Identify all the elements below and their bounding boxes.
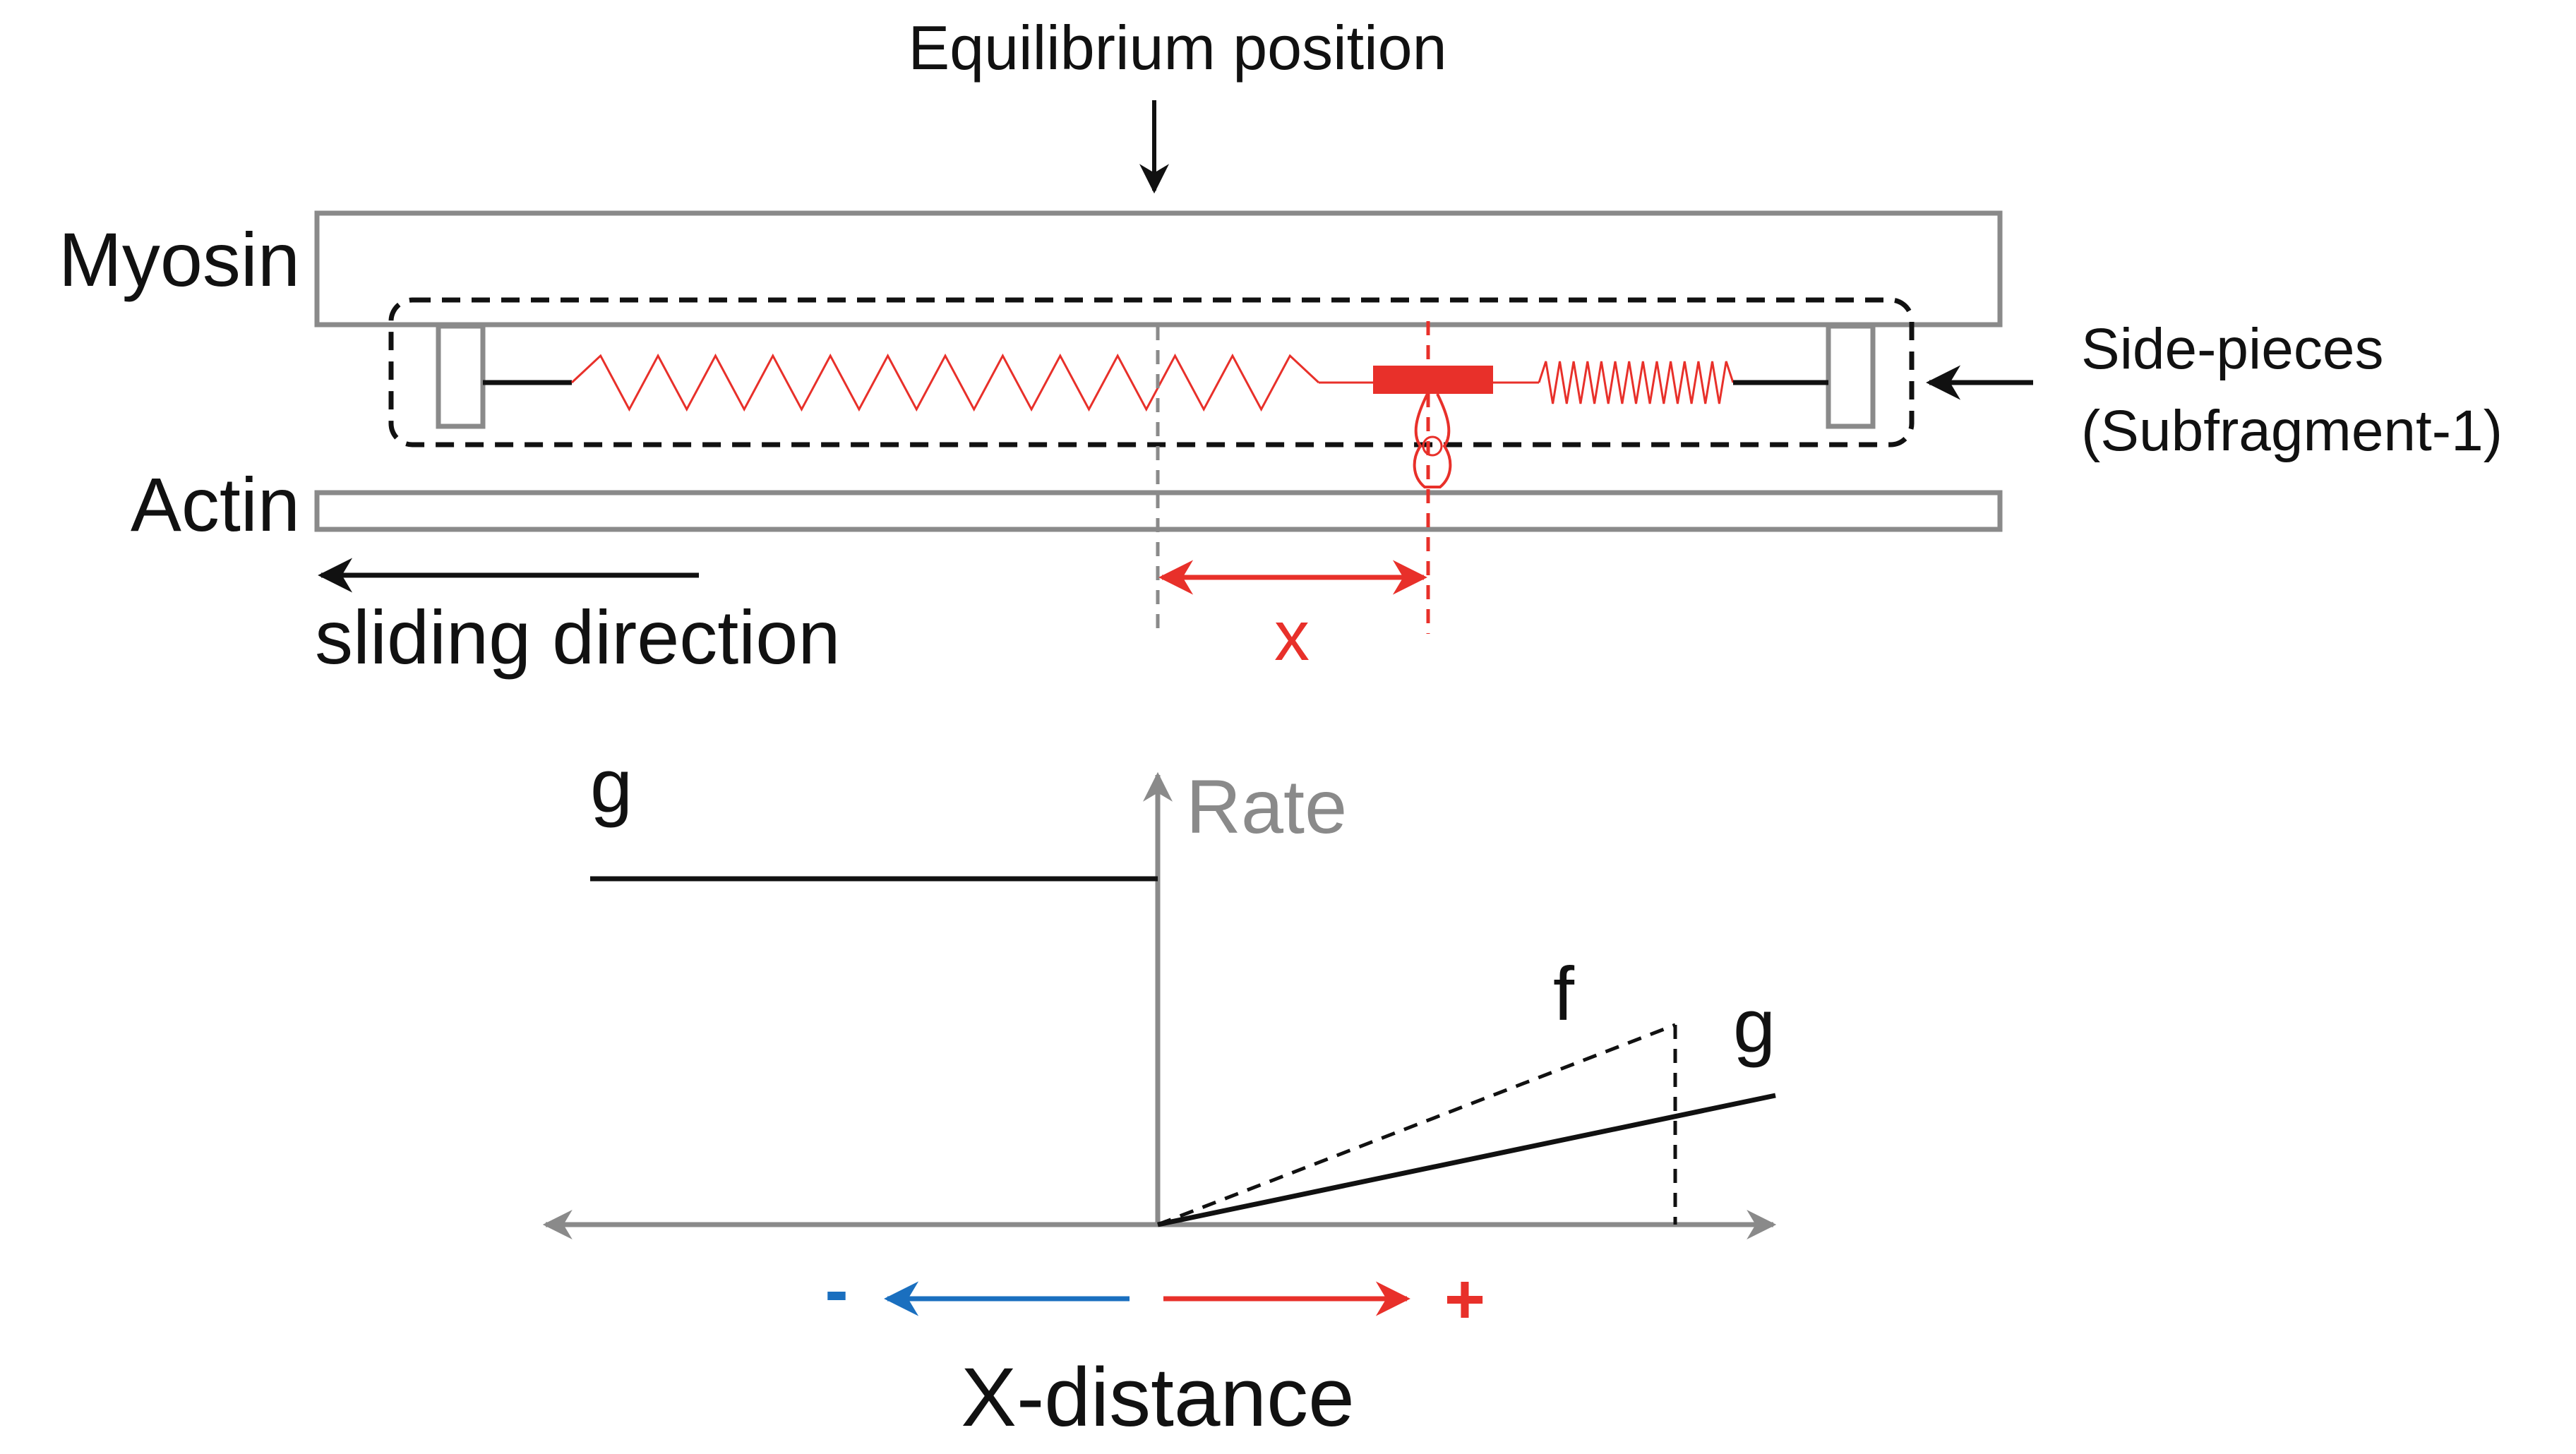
g-positive-label: g (1733, 983, 1775, 1068)
long-spring (570, 353, 1320, 412)
myosin-filament (314, 210, 2003, 328)
plus-sign: + (1444, 1260, 1485, 1339)
s1-attachment-loop (1422, 435, 1443, 457)
actin-label: Actin (131, 462, 300, 547)
s1-head-bar (1373, 366, 1493, 394)
f-label: f (1553, 951, 1575, 1036)
side-pieces-box (388, 297, 1915, 447)
y-axis-label: Rate (1186, 764, 1347, 849)
g-negative-label: g (590, 743, 633, 828)
minus-sign: - (825, 1251, 848, 1330)
s1-attachment (1413, 393, 1452, 488)
sliding-direction-label: sliding direction (315, 594, 840, 680)
side-pieces-label-line2: (Subfragment-1) (2081, 399, 2503, 463)
short-spring (1538, 361, 1735, 404)
f-curve (1157, 1023, 1676, 1227)
g-positive-curve (1157, 1093, 1776, 1227)
myosin-label: Myosin (59, 217, 300, 302)
left-anchor (436, 323, 486, 429)
right-anchor (1826, 323, 1876, 429)
x-label: x (1274, 596, 1310, 675)
x-axis-label: X-distance (961, 1351, 1355, 1444)
side-pieces-label-line1: Side-pieces (2081, 317, 2383, 381)
equilibrium-label: Equilibrium position (908, 13, 1446, 83)
